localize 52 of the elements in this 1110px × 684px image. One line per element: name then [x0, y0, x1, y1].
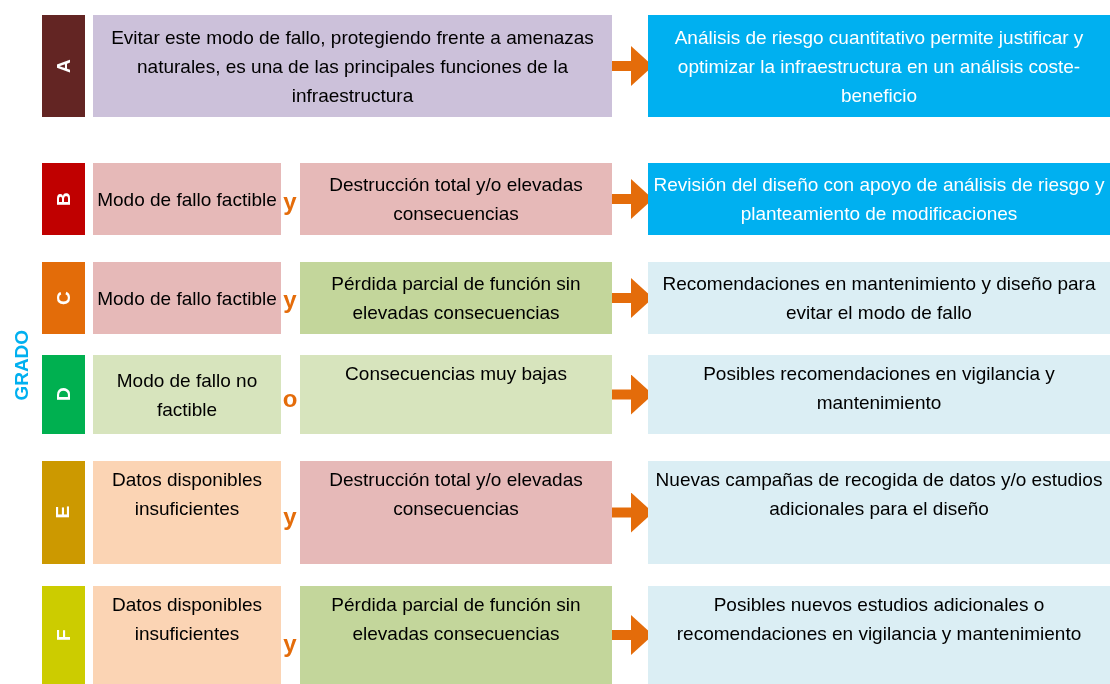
grade-box [42, 262, 85, 334]
box-text: Modo de fallo factible [97, 187, 277, 212]
box-text: Destrucción total y/o elevadas consecuencias [328, 468, 584, 521]
grade-box [42, 163, 85, 235]
connector-word: y [282, 286, 298, 314]
action-box [648, 355, 1110, 434]
grade-letter: D [51, 387, 75, 402]
box-text: Análisis de riesgo cuantitativo permite justificar y optimizar la infraestructura en un análisis coste-beneficio [673, 25, 1085, 108]
condition-box [93, 163, 281, 235]
box-text: Posibles nuevos estudios adicionales o recomendaciones en vigilancia y mantenimiento [675, 593, 1083, 646]
grade-box [42, 15, 85, 117]
condition-box [300, 586, 612, 684]
box-text: Datos disponibles insuficientes [111, 593, 263, 646]
grade-letter: F [51, 629, 75, 641]
grade-box [42, 586, 85, 684]
box-text: Evitar este modo de fallo, protegiendo frente a amenazas naturales, es una de las principales funciones de la infraestructura [110, 25, 595, 108]
grade-box [42, 355, 85, 434]
box-text: Consecuencias muy bajas [345, 362, 567, 386]
condition-box [93, 586, 281, 684]
box-text: Datos disponibles insuficientes [111, 468, 263, 521]
grade-letter: B [51, 192, 75, 206]
condition-box [93, 262, 281, 334]
box-text: Nuevas campañas de recogida de datos y/o estudios adicionales para el diseño [654, 468, 1104, 521]
box-text: Modo de fallo no factible [115, 368, 259, 422]
box-text: Recomendaciones en mantenimiento y diseño para evitar el modo de fallo [661, 272, 1097, 325]
condition-box [93, 15, 612, 117]
box-text: Posibles recomendaciones en vigilancia y mantenimiento [702, 362, 1056, 415]
action-box [648, 461, 1110, 564]
condition-box [93, 461, 281, 564]
box-text: Destrucción total y/o elevadas consecuencias [328, 173, 584, 226]
connector-word: y [282, 630, 298, 658]
action-box [648, 15, 1110, 117]
connector-word: y [282, 503, 298, 531]
box-text: Pérdida parcial de función sin elevadas consecuencias [330, 272, 582, 325]
grade-letter: E [51, 506, 75, 519]
box-text: Modo de fallo factible [97, 286, 277, 311]
action-box [648, 586, 1110, 684]
connector-word: o [281, 385, 299, 413]
grade-letter: A [51, 59, 75, 73]
condition-box [300, 355, 612, 434]
action-box [648, 163, 1110, 235]
box-text: Pérdida parcial de función sin elevadas consecuencias [330, 593, 582, 646]
connector-word: y [282, 188, 298, 216]
condition-box [300, 262, 612, 334]
condition-box [93, 355, 281, 434]
grade-box [42, 461, 85, 564]
box-text: Revisión del diseño con apoyo de análisis de riesgo y planteamiento de modificaciones [652, 173, 1106, 226]
grade-letter: C [51, 291, 75, 305]
axis-title: GRADO [9, 329, 33, 401]
condition-box [300, 461, 612, 564]
action-box [648, 262, 1110, 334]
condition-box [300, 163, 612, 235]
